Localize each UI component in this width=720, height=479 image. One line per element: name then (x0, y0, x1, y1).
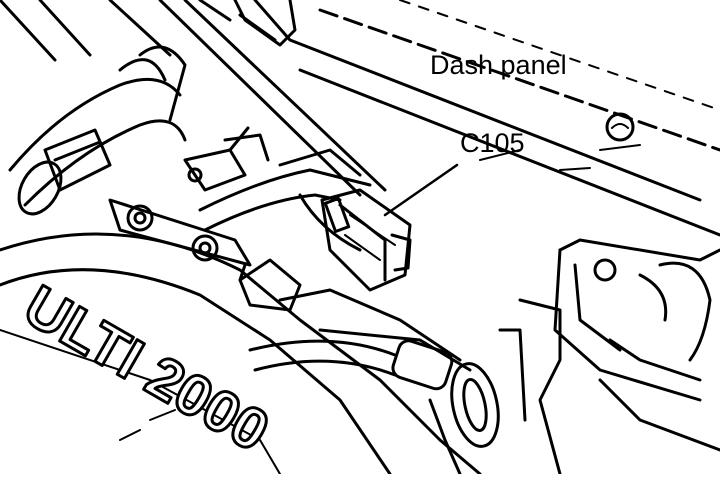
right-mount-bracket (498, 238, 720, 476)
mount-bolt-hole (593, 258, 617, 282)
brace-rod (158, 0, 387, 197)
c105-connector (320, 188, 412, 292)
left-wall (0, 0, 172, 62)
c105-leader-line (383, 163, 459, 217)
bracket-plate (238, 258, 302, 312)
engine-cover-lettering: ULTI 2000 (12, 271, 281, 465)
intake-plenum (0, 232, 482, 476)
c105-label: C105 (460, 128, 525, 158)
mount-bolts (108, 198, 252, 267)
wiring-clips (183, 126, 270, 192)
dash-panel-outline (253, 0, 720, 237)
hose-clamp (43, 128, 112, 192)
top-brackets (198, 0, 297, 47)
engine-cover-text: ULTI 2000 (14, 273, 280, 464)
dash-panel-grommet (605, 112, 635, 142)
throttle-cable (248, 339, 500, 476)
hatching (119, 144, 641, 441)
coolant-hose (8, 45, 187, 216)
dash-panel-label: Dash panel (430, 50, 567, 80)
